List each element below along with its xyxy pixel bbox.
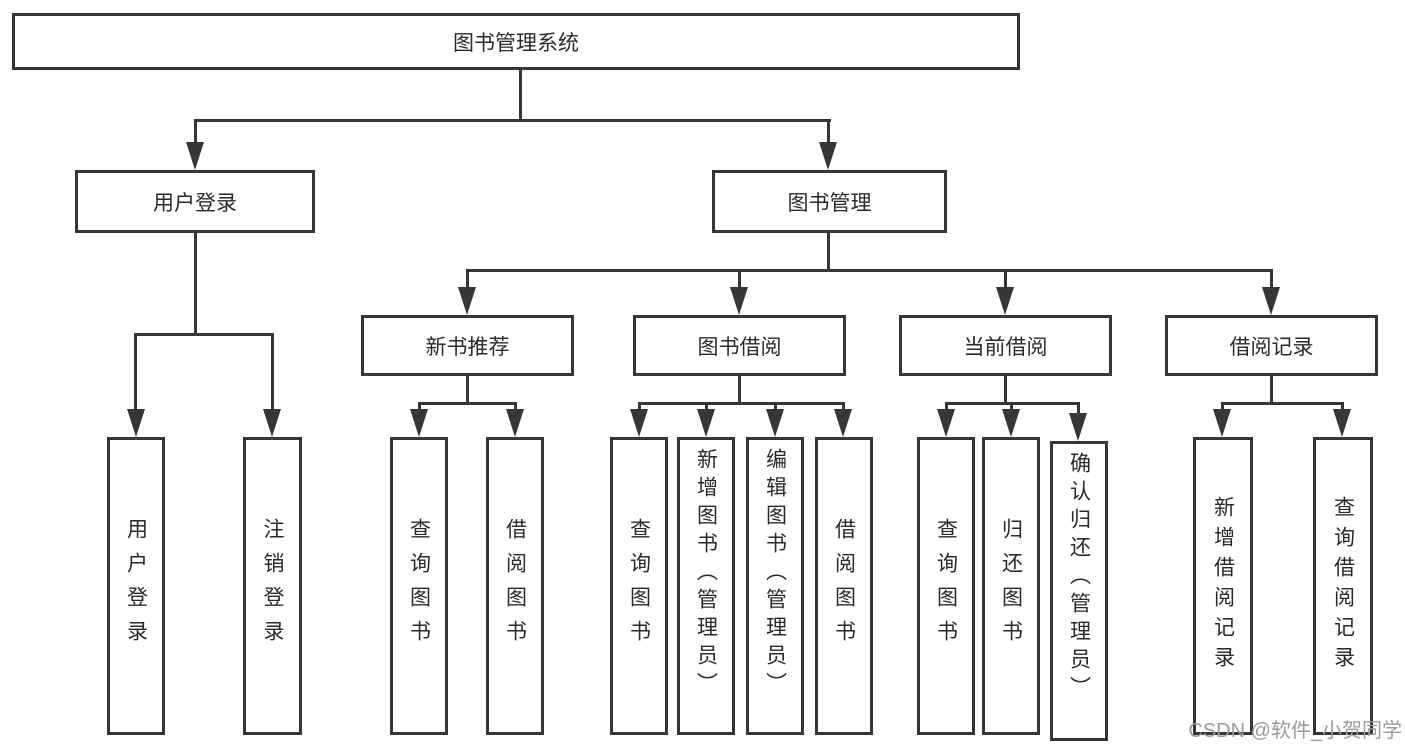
connector-g2-trunk xyxy=(738,376,741,405)
node-confirm-return-admin: 确认归还（管理员） xyxy=(1050,441,1108,741)
node-return-books: 归还图书 xyxy=(982,437,1040,735)
node-login-leaf-label: 用户登录 xyxy=(124,518,148,654)
node-current-query-books-label: 查询图书 xyxy=(934,518,958,654)
node-new-book-rec: 新书推荐 xyxy=(361,315,574,376)
node-add-borrow-record: 新增借阅记录 xyxy=(1193,437,1253,735)
node-user-login-label: 用户登录 xyxy=(153,191,237,215)
connector-g4-drop2 xyxy=(1341,402,1344,414)
connector-level3-rail xyxy=(466,269,1273,272)
watermark-text: CSDN @软件_小贺同学 xyxy=(1188,720,1402,742)
connector-g2-drop2 xyxy=(705,402,708,414)
arrowhead-down xyxy=(410,409,428,437)
node-query-borrow-record: 查询借阅记录 xyxy=(1313,437,1373,735)
arrowhead-down xyxy=(458,287,476,315)
connector-g2-drop3 xyxy=(774,402,777,414)
node-borrow-book-leaf: 借阅图书 xyxy=(815,437,873,735)
connector-level2-rail xyxy=(194,119,831,122)
node-new-book-rec-label: 新书推荐 xyxy=(425,335,510,359)
node-book-mgmt-label: 图书管理 xyxy=(787,191,872,215)
arrowhead-down xyxy=(834,409,852,437)
node-borrow-record: 借阅记录 xyxy=(1165,315,1378,376)
node-rec-query-books-label: 查询图书 xyxy=(407,518,431,654)
node-return-books-label: 归还图书 xyxy=(999,518,1023,654)
connector-g4-drop1 xyxy=(1221,402,1224,414)
connector-drop-book-mgmt xyxy=(827,119,830,147)
connector-user-login-trunk xyxy=(194,233,197,336)
connector-root-trunk xyxy=(519,70,522,121)
node-root: 图书管理系统 xyxy=(12,13,1020,70)
arrowhead-down xyxy=(127,409,145,437)
arrowhead-down xyxy=(766,409,784,437)
connector-g3-drop2 xyxy=(1010,402,1013,414)
node-rec-borrow-books: 借阅图书 xyxy=(486,437,544,735)
connector-g3-drop1 xyxy=(945,402,948,414)
arrowhead-down xyxy=(1213,409,1231,437)
connector-g2-drop1 xyxy=(638,402,641,414)
arrowhead-down xyxy=(730,287,748,315)
node-borrow-book-leaf-label: 借阅图书 xyxy=(832,518,856,654)
arrowhead-down xyxy=(1333,409,1351,437)
connector-book-mgmt-trunk xyxy=(827,233,830,272)
connector-drop-borrow xyxy=(738,269,741,292)
connector-g3-trunk xyxy=(1004,376,1007,405)
node-borrow-record-label: 借阅记录 xyxy=(1229,335,1314,359)
connector-drop-record xyxy=(1270,269,1273,292)
node-edit-book-admin: 编辑图书（管理员） xyxy=(746,437,804,735)
arrowhead-down xyxy=(263,409,281,437)
node-edit-book-admin-label: 编辑图书（管理员） xyxy=(763,448,787,700)
connector-user-login-rail xyxy=(135,333,274,336)
node-rec-query-books: 查询图书 xyxy=(390,437,448,735)
arrowhead-down xyxy=(819,142,837,170)
node-book-borrow-label: 图书借阅 xyxy=(697,335,782,359)
arrowhead-down xyxy=(996,287,1014,315)
connector-g3-drop3 xyxy=(1077,402,1080,416)
node-book-borrow: 图书借阅 xyxy=(633,315,846,376)
connector-g1-drop2 xyxy=(514,402,517,414)
node-login-leaf: 用户登录 xyxy=(107,437,165,735)
node-borrow-query-books-label: 查询图书 xyxy=(627,518,651,654)
arrowhead-down xyxy=(937,409,955,437)
node-current-borrow-label: 当前借阅 xyxy=(963,335,1048,359)
node-logout-leaf-label: 注销登录 xyxy=(261,518,284,654)
connector-drop-user-login xyxy=(194,119,197,147)
connector-g1-trunk xyxy=(466,376,469,405)
arrowhead-down xyxy=(1262,287,1280,315)
arrowhead-down xyxy=(186,142,204,170)
node-logout-leaf: 注销登录 xyxy=(243,437,302,735)
node-current-borrow: 当前借阅 xyxy=(899,315,1112,376)
connector-drop-logout xyxy=(271,333,274,412)
connector-g2-rail xyxy=(638,402,845,405)
node-confirm-return-admin-label: 确认归还（管理员） xyxy=(1067,452,1091,704)
arrowhead-down xyxy=(1002,409,1020,437)
connector-g1-drop1 xyxy=(418,402,421,414)
node-root-label: 图书管理系统 xyxy=(453,31,579,55)
node-add-book-admin: 新增图书（管理员） xyxy=(677,437,735,735)
node-add-borrow-record-label: 新增借阅记录 xyxy=(1211,496,1235,676)
connector-g4-trunk xyxy=(1270,376,1273,405)
node-borrow-query-books: 查询图书 xyxy=(610,437,668,735)
arrowhead-down xyxy=(506,409,524,437)
arrowhead-down xyxy=(697,409,715,437)
node-query-borrow-record-label: 查询借阅记录 xyxy=(1331,496,1355,676)
connector-drop-login xyxy=(134,333,137,412)
node-current-query-books: 查询图书 xyxy=(917,437,975,735)
connector-drop-current xyxy=(1004,269,1007,292)
node-rec-borrow-books-label: 借阅图书 xyxy=(503,518,527,654)
arrowhead-down xyxy=(630,409,648,437)
connector-drop-new-book xyxy=(466,269,469,292)
node-book-mgmt: 图书管理 xyxy=(712,170,947,233)
connector-g4-rail xyxy=(1221,402,1344,405)
node-user-login: 用户登录 xyxy=(75,170,315,233)
connector-g2-drop4 xyxy=(842,402,845,414)
arrowhead-down xyxy=(1069,413,1087,441)
node-add-book-admin-label: 新增图书（管理员） xyxy=(694,448,718,700)
connector-g1-rail xyxy=(418,402,517,405)
